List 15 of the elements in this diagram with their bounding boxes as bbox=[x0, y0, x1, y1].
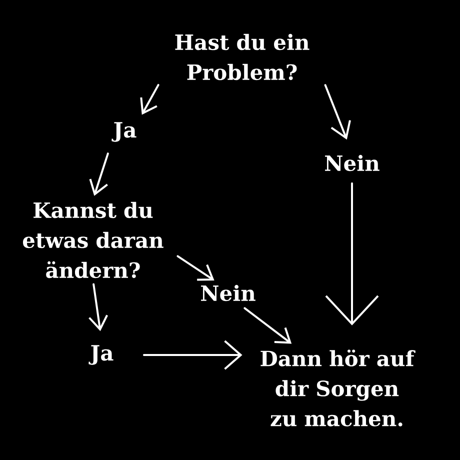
arrow bbox=[88, 283, 108, 332]
arrow bbox=[176, 255, 214, 281]
arrow bbox=[325, 182, 379, 326]
conclusion-text: Dann hör auf dir Sorgen zu machen. bbox=[260, 350, 416, 426]
arrow bbox=[324, 84, 351, 140]
arrow bbox=[244, 307, 292, 344]
arrow bbox=[142, 340, 242, 370]
answer-text: Nein bbox=[325, 154, 380, 172]
arrow bbox=[89, 152, 109, 196]
question-text: Hast du ein Problem? bbox=[175, 34, 310, 80]
answer-text: Nein bbox=[201, 284, 256, 302]
arrow bbox=[140, 84, 160, 115]
answer-text: Ja bbox=[112, 122, 136, 142]
question-text: Kannst du etwas daran ändern? bbox=[22, 202, 164, 278]
answer-text: Ja bbox=[88, 345, 114, 365]
